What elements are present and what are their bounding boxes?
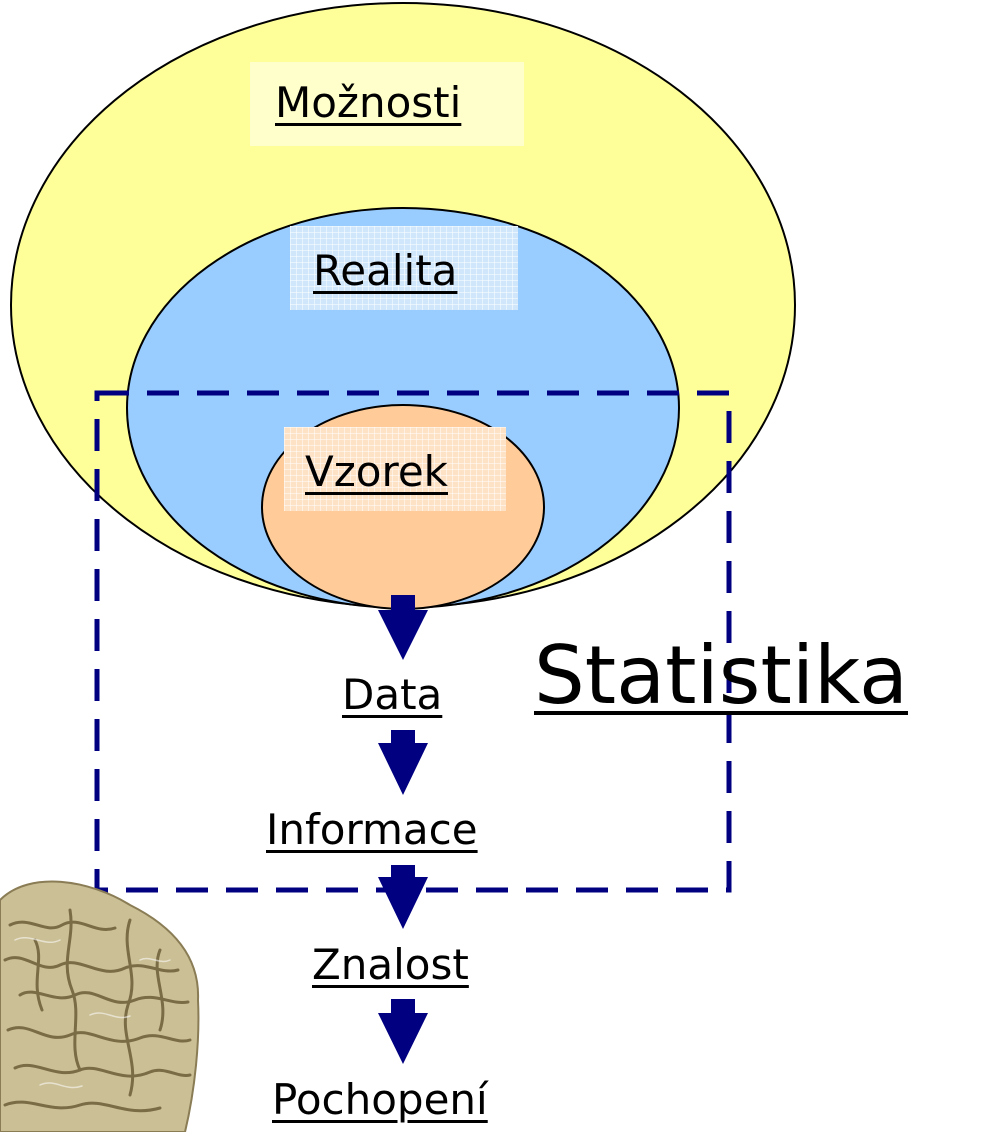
possibilities-label-background — [250, 62, 524, 146]
arrow-information-to-knowledge — [378, 865, 428, 929]
information-label: Informace — [266, 805, 478, 854]
sample-label-background — [284, 427, 506, 511]
understanding-label: Pochopení — [272, 1075, 488, 1124]
sample-label: Vzorek — [305, 447, 448, 496]
arrow-data-to-information — [378, 730, 428, 795]
reality-label-background — [290, 226, 518, 310]
arrow-knowledge-to-understanding — [378, 999, 428, 1064]
arrow-sample-to-data — [378, 595, 428, 660]
knowledge-label: Znalost — [312, 940, 469, 989]
statistics-label: Statistika — [534, 629, 908, 722]
data-label: Data — [342, 670, 443, 719]
brain-icon — [0, 880, 200, 1132]
possibilities-label: Možnosti — [275, 78, 462, 127]
statistics-dashed-frame — [94, 390, 732, 893]
reality-label: Realita — [313, 246, 458, 295]
